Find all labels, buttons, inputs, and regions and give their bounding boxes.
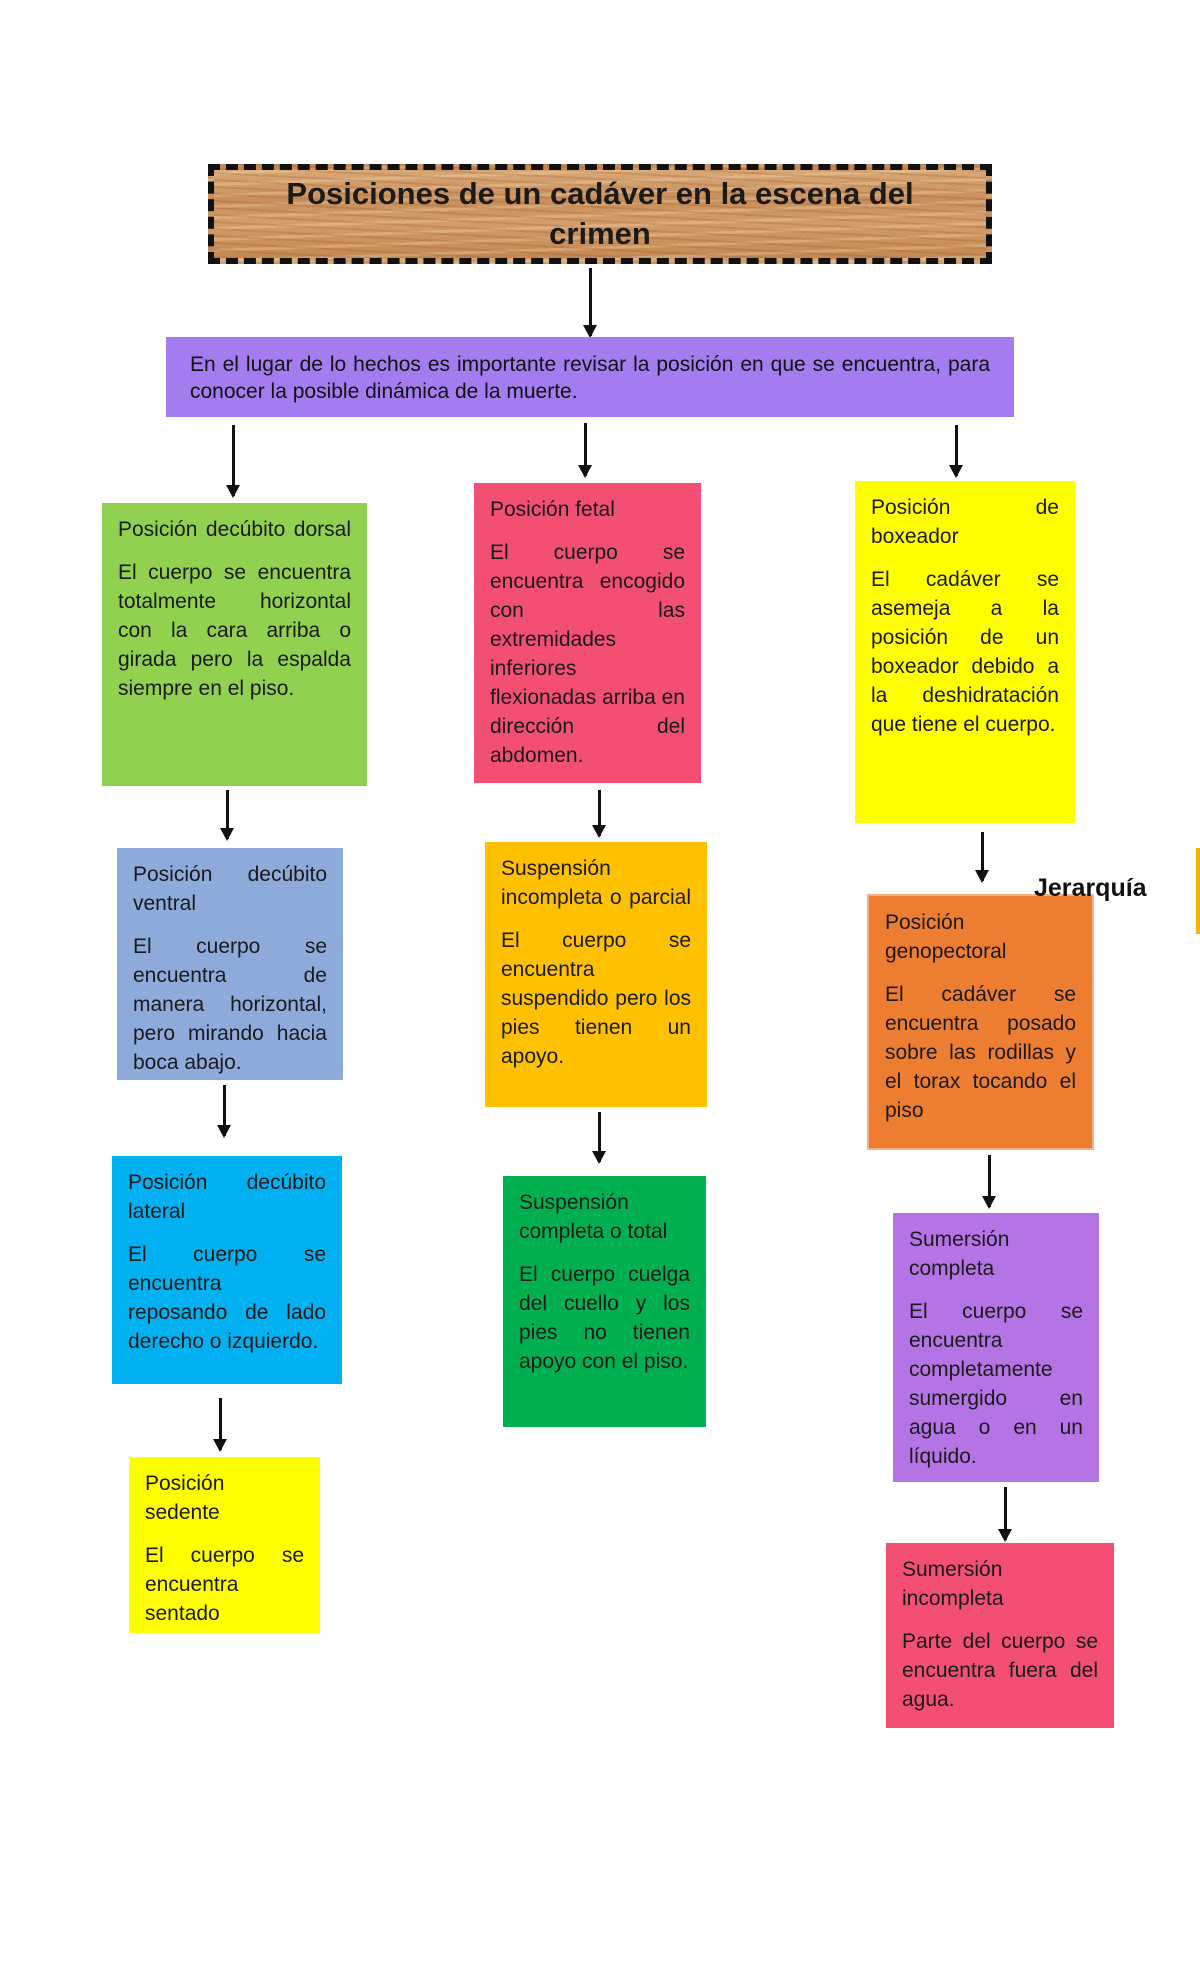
arrow-title-to-intro <box>583 268 597 338</box>
node-genopectoral: Posición genopectoral El cadáver se encu… <box>867 894 1094 1150</box>
node-title: Posición sedente <box>145 1472 225 1524</box>
node-title: Sumersión incompleta <box>902 1558 1004 1610</box>
node-fetal: Posición fetal El cuerpo se encuentra en… <box>474 483 701 783</box>
node-title: Posición genopectoral <box>885 911 1007 963</box>
intro-text: En el lugar de lo hechos es importante r… <box>190 353 990 403</box>
arrow-boxeador-to-genopectoral <box>975 832 989 883</box>
node-suspension-incompleta: Suspensión incompleta o parcial El cuerp… <box>485 842 707 1107</box>
node-title: Posición de boxeador <box>871 496 1059 548</box>
node-sedente: Posición sedente El cuerpo se encuentra … <box>129 1457 320 1633</box>
node-title: Suspensión completa o total <box>519 1191 668 1243</box>
node-decubito-ventral: Posición decúbito ventral El cuerpo se e… <box>117 848 343 1080</box>
arrow-intro-to-column-3 <box>949 425 963 478</box>
arrow-lateral-to-sedente <box>213 1398 227 1452</box>
node-description: El cadáver se encuentra posado sobre las… <box>885 983 1076 1122</box>
node-title: Posición fetal <box>490 498 615 521</box>
node-title: Posición decúbito lateral <box>128 1171 326 1223</box>
diagram-title: Posiciones de un cadáver en la escena de… <box>286 176 914 251</box>
arrow-intro-to-column-2 <box>578 423 592 478</box>
node-description: El cuerpo se encuentra suspendido pero l… <box>501 929 691 1068</box>
edge-accent-bar <box>1196 848 1200 934</box>
diagram-title-box: Posiciones de un cadáver en la escena de… <box>208 164 992 264</box>
node-decubito-dorsal: Posición decúbito dorsal El cuerpo se en… <box>102 503 367 786</box>
intro-box: En el lugar de lo hechos es importante r… <box>166 337 1014 417</box>
node-title: Posición decúbito ventral <box>133 863 327 915</box>
node-title: Suspensión incompleta o parcial <box>501 857 691 909</box>
node-title: Posición decúbito dorsal <box>118 518 351 541</box>
node-description: El cuerpo se encuentra totalmente horizo… <box>118 561 351 700</box>
node-description: Parte del cuerpo se encuentra fuera del … <box>902 1630 1098 1711</box>
node-description: El cuerpo se encuentra completamente sum… <box>909 1300 1083 1468</box>
node-suspension-completa: Suspensión completa o total El cuerpo cu… <box>503 1176 706 1427</box>
arrow-genopectoral-to-sumersion-completa <box>982 1155 996 1209</box>
node-boxeador: Posición de boxeador El cadáver se aseme… <box>855 481 1075 823</box>
arrow-fetal-to-suspension-parcial <box>592 790 606 838</box>
arrow-intro-to-column-1 <box>226 425 240 498</box>
arrow-dorsal-to-ventral <box>220 790 234 841</box>
node-description: El cuerpo se encuentra de manera horizon… <box>133 935 327 1074</box>
node-sumersion-completa: Sumersión completa El cuerpo se encuentr… <box>893 1213 1099 1482</box>
node-description: El cadáver se asemeja a la posición de u… <box>871 568 1059 736</box>
arrow-ventral-to-lateral <box>217 1085 231 1138</box>
arrow-parcial-to-suspension-total <box>592 1112 606 1164</box>
node-description: El cuerpo cuelga del cuello y los pies n… <box>519 1263 690 1373</box>
node-description: El cuerpo se encuentra sentado <box>145 1544 304 1625</box>
node-description: El cuerpo se encuentra encogido con las … <box>490 541 685 767</box>
node-description: El cuerpo se encuentra reposando de lado… <box>128 1243 326 1353</box>
arrow-completa-to-sumersion-incompleta <box>998 1487 1012 1542</box>
jerarquia-label: Jerarquía <box>1034 874 1147 902</box>
node-decubito-lateral: Posición decúbito lateral El cuerpo se e… <box>112 1156 342 1384</box>
node-sumersion-incompleta: Sumersión incompleta Parte del cuerpo se… <box>886 1543 1114 1728</box>
node-title: Sumersión completa <box>909 1228 1010 1280</box>
